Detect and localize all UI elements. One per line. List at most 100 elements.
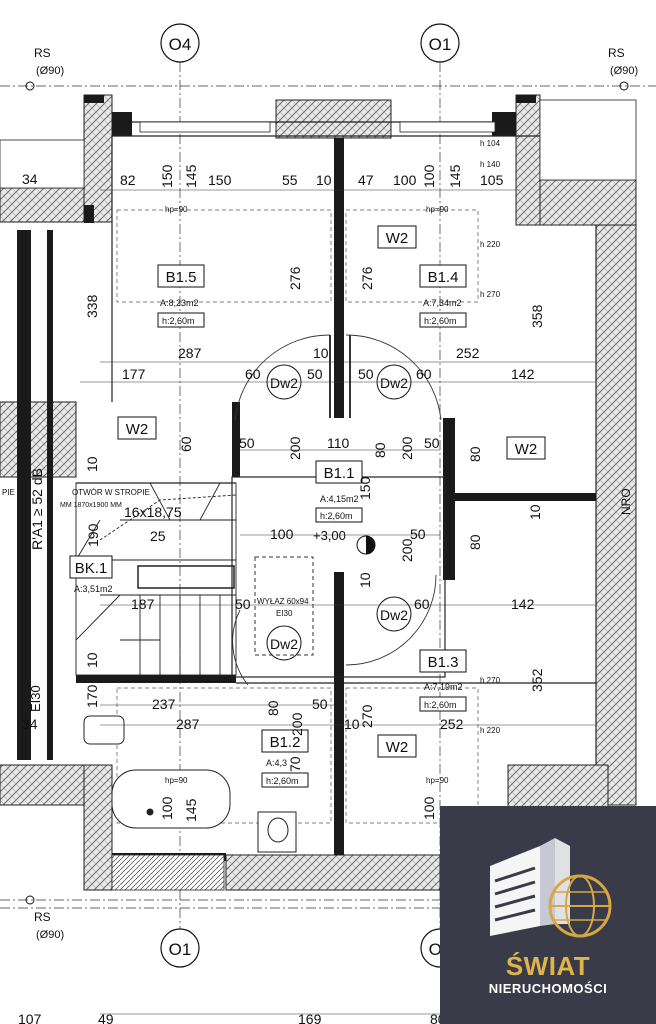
plan-label: Dw2 — [270, 636, 298, 652]
plan-label: A:4,3 — [266, 758, 287, 768]
plan-label: B1.3 — [428, 654, 459, 671]
plan-label: 142 — [511, 596, 535, 612]
plan-label: 55 — [282, 172, 298, 188]
plan-label: 110 — [327, 435, 350, 451]
roof-hatch — [254, 556, 314, 656]
room-stamp-b1-4: B1.4 A:7,34m2 h:2,60m — [419, 264, 467, 328]
room-stamp-bk-1: BK.1 A:3,51m2 — [69, 555, 113, 594]
window-tag-w2: W2 — [377, 225, 417, 249]
plan-label: 276 — [287, 266, 303, 290]
plan-label: 80 — [467, 446, 483, 462]
height-label: h 270 — [480, 676, 501, 685]
hp-label: hp=90 — [426, 205, 449, 214]
stairs-label: 16x18,75 — [124, 504, 182, 520]
plan-label: A:4,15m2 — [320, 494, 359, 504]
outer-walls — [0, 94, 637, 891]
plan-label: 82 — [120, 172, 136, 188]
plan-label: 169 — [298, 1011, 322, 1024]
fire-wall-label: EI30 — [28, 685, 43, 712]
plan-label: 252 — [440, 716, 464, 732]
brand-logo: ŚWIAT NIERUCHOMOŚCI — [440, 806, 656, 1024]
rs-label: RS — [608, 46, 625, 60]
plan-label: W2 — [386, 739, 409, 756]
door-tag-dw2: Dw2 — [376, 596, 412, 632]
plan-label: 100 — [393, 172, 417, 188]
plan-label: 287 — [176, 716, 200, 732]
door-tag-dw2: Dw2 — [266, 625, 302, 661]
plan-label: h:2,60m — [424, 316, 457, 326]
bathroom-fixtures — [83, 715, 297, 853]
building-logo-icon — [490, 838, 612, 938]
roof-hatch-note: WYŁAZ 60x94 — [257, 597, 309, 606]
plan-label: 25 — [150, 528, 166, 544]
plan-label: 10 — [527, 504, 543, 520]
plan-label: h:2,60m — [320, 511, 353, 521]
window-tag-w2: W2 — [377, 734, 417, 758]
plan-label: A:7,19m2 — [424, 682, 463, 692]
plan-label: 80 — [265, 700, 281, 716]
window-tag-w2: W2 — [506, 436, 546, 460]
plan-label: 50 — [307, 366, 323, 382]
room-stamp-b1-1: B1.1 A:4,15m2 h:2,60m — [315, 460, 363, 523]
window-frames — [0, 99, 637, 891]
slope-lines — [116, 209, 479, 824]
door-swings — [232, 334, 442, 686]
plan-label: 80 — [467, 534, 483, 550]
height-label: h 220 — [480, 240, 501, 249]
rs-label: RS — [34, 910, 51, 924]
plan-label: B1.1 — [324, 465, 355, 482]
plan-label: 287 — [178, 345, 202, 361]
plan-label: 50 — [239, 435, 255, 451]
brand-tagline: NIERUCHOMOŚCI — [488, 981, 608, 996]
dimension-labels-vertical: 150 145 100 145 276 276 338 358 60 10 20… — [84, 164, 545, 822]
opening-note: OTWÓR W STROPIE — [72, 488, 150, 497]
plan-label: 105 — [480, 172, 504, 188]
plan-label: h:2,60m — [266, 776, 299, 786]
brand-name: ŚWIAT — [505, 951, 591, 981]
plan-label: 200 — [289, 712, 305, 736]
plan-label: 142 — [511, 366, 535, 382]
plan-label: W2 — [386, 230, 409, 247]
axis-bubble-o1-top: O1 — [420, 23, 460, 63]
plan-label: 352 — [529, 668, 545, 692]
window-tag-w2: W2 — [117, 416, 157, 440]
plan-label: 10 — [316, 172, 332, 188]
plan-label: 200 — [287, 436, 303, 460]
plan-label: 60 — [416, 366, 432, 382]
height-label: h 104 — [480, 139, 501, 148]
staircase — [75, 482, 237, 676]
plan-label: 10 — [84, 456, 100, 472]
plan-label: 150 — [159, 164, 175, 188]
plan-label: 107 — [18, 1011, 42, 1024]
rs-marker — [25, 81, 35, 91]
plan-label: 145 — [447, 164, 463, 188]
plan-label: 60 — [245, 366, 261, 382]
plan-label: 252 — [456, 345, 480, 361]
plan-label: W2 — [515, 441, 538, 458]
plan-label: 237 — [152, 696, 176, 712]
plan-label: 187 — [131, 596, 155, 612]
rs-label: RS — [34, 46, 51, 60]
plan-label: 270 — [359, 704, 375, 728]
plan-label: 150 — [357, 476, 373, 500]
plan-label: A:3,51m2 — [74, 584, 113, 594]
plan-label: 100 — [421, 796, 437, 820]
plan-label: Dw2 — [380, 375, 408, 391]
plan-label: h:2,60m — [424, 700, 457, 710]
axis-label: O4 — [169, 35, 192, 54]
plan-label: 10 — [344, 716, 360, 732]
plan-label: 50 — [235, 596, 251, 612]
opening-dim: MM 1870x1900 MM — [60, 502, 122, 509]
plan-label: 200 — [399, 436, 415, 460]
plan-label: 34 — [22, 716, 38, 732]
plan-label: 50 — [312, 696, 328, 712]
height-label: h 220 — [480, 726, 501, 735]
plan-label: 50 — [424, 435, 440, 451]
hp-label: hp=90 — [165, 205, 188, 214]
plan-label: 338 — [84, 294, 100, 318]
height-label: h 140 — [480, 160, 501, 169]
plan-label: 100 — [159, 796, 175, 820]
room-stamp-b1-2: B1.2 A:4,3 h:2,60m — [261, 729, 309, 788]
rs-marker — [619, 81, 629, 91]
